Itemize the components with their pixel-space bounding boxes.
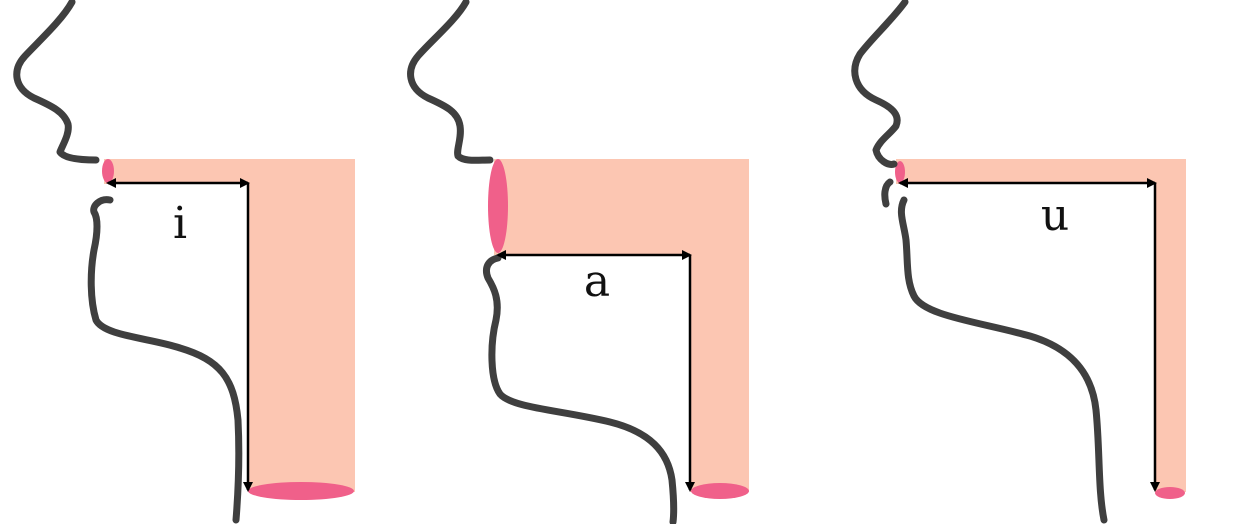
vowel-label-i: i [173, 198, 187, 249]
face-profile-upper-a [407, 0, 494, 164]
vocal-tract-tube-a [494, 159, 749, 492]
face-profile-upper-i [13, 0, 100, 164]
vowel-label-u: u [1041, 190, 1069, 241]
panel-i: i [13, 0, 355, 524]
larynx-opening-u [1155, 487, 1185, 499]
lip-opening-a [488, 159, 508, 253]
face-profile-lower-u [881, 178, 1108, 524]
lip-opening-u [895, 161, 905, 183]
lip-opening-i [102, 159, 114, 183]
vocal-tract-tube-i [104, 159, 355, 492]
vowel-label-a: a [584, 256, 610, 307]
face-profile-lower-a [482, 254, 678, 524]
panel-a: a [407, 0, 749, 524]
face-profile-upper-u [851, 0, 909, 168]
larynx-opening-i [248, 482, 354, 500]
larynx-opening-a [691, 483, 749, 499]
panel-u: u [851, 0, 1186, 524]
face-profile-lower-i [87, 196, 243, 524]
vocal-tract-tube-u [896, 159, 1186, 492]
